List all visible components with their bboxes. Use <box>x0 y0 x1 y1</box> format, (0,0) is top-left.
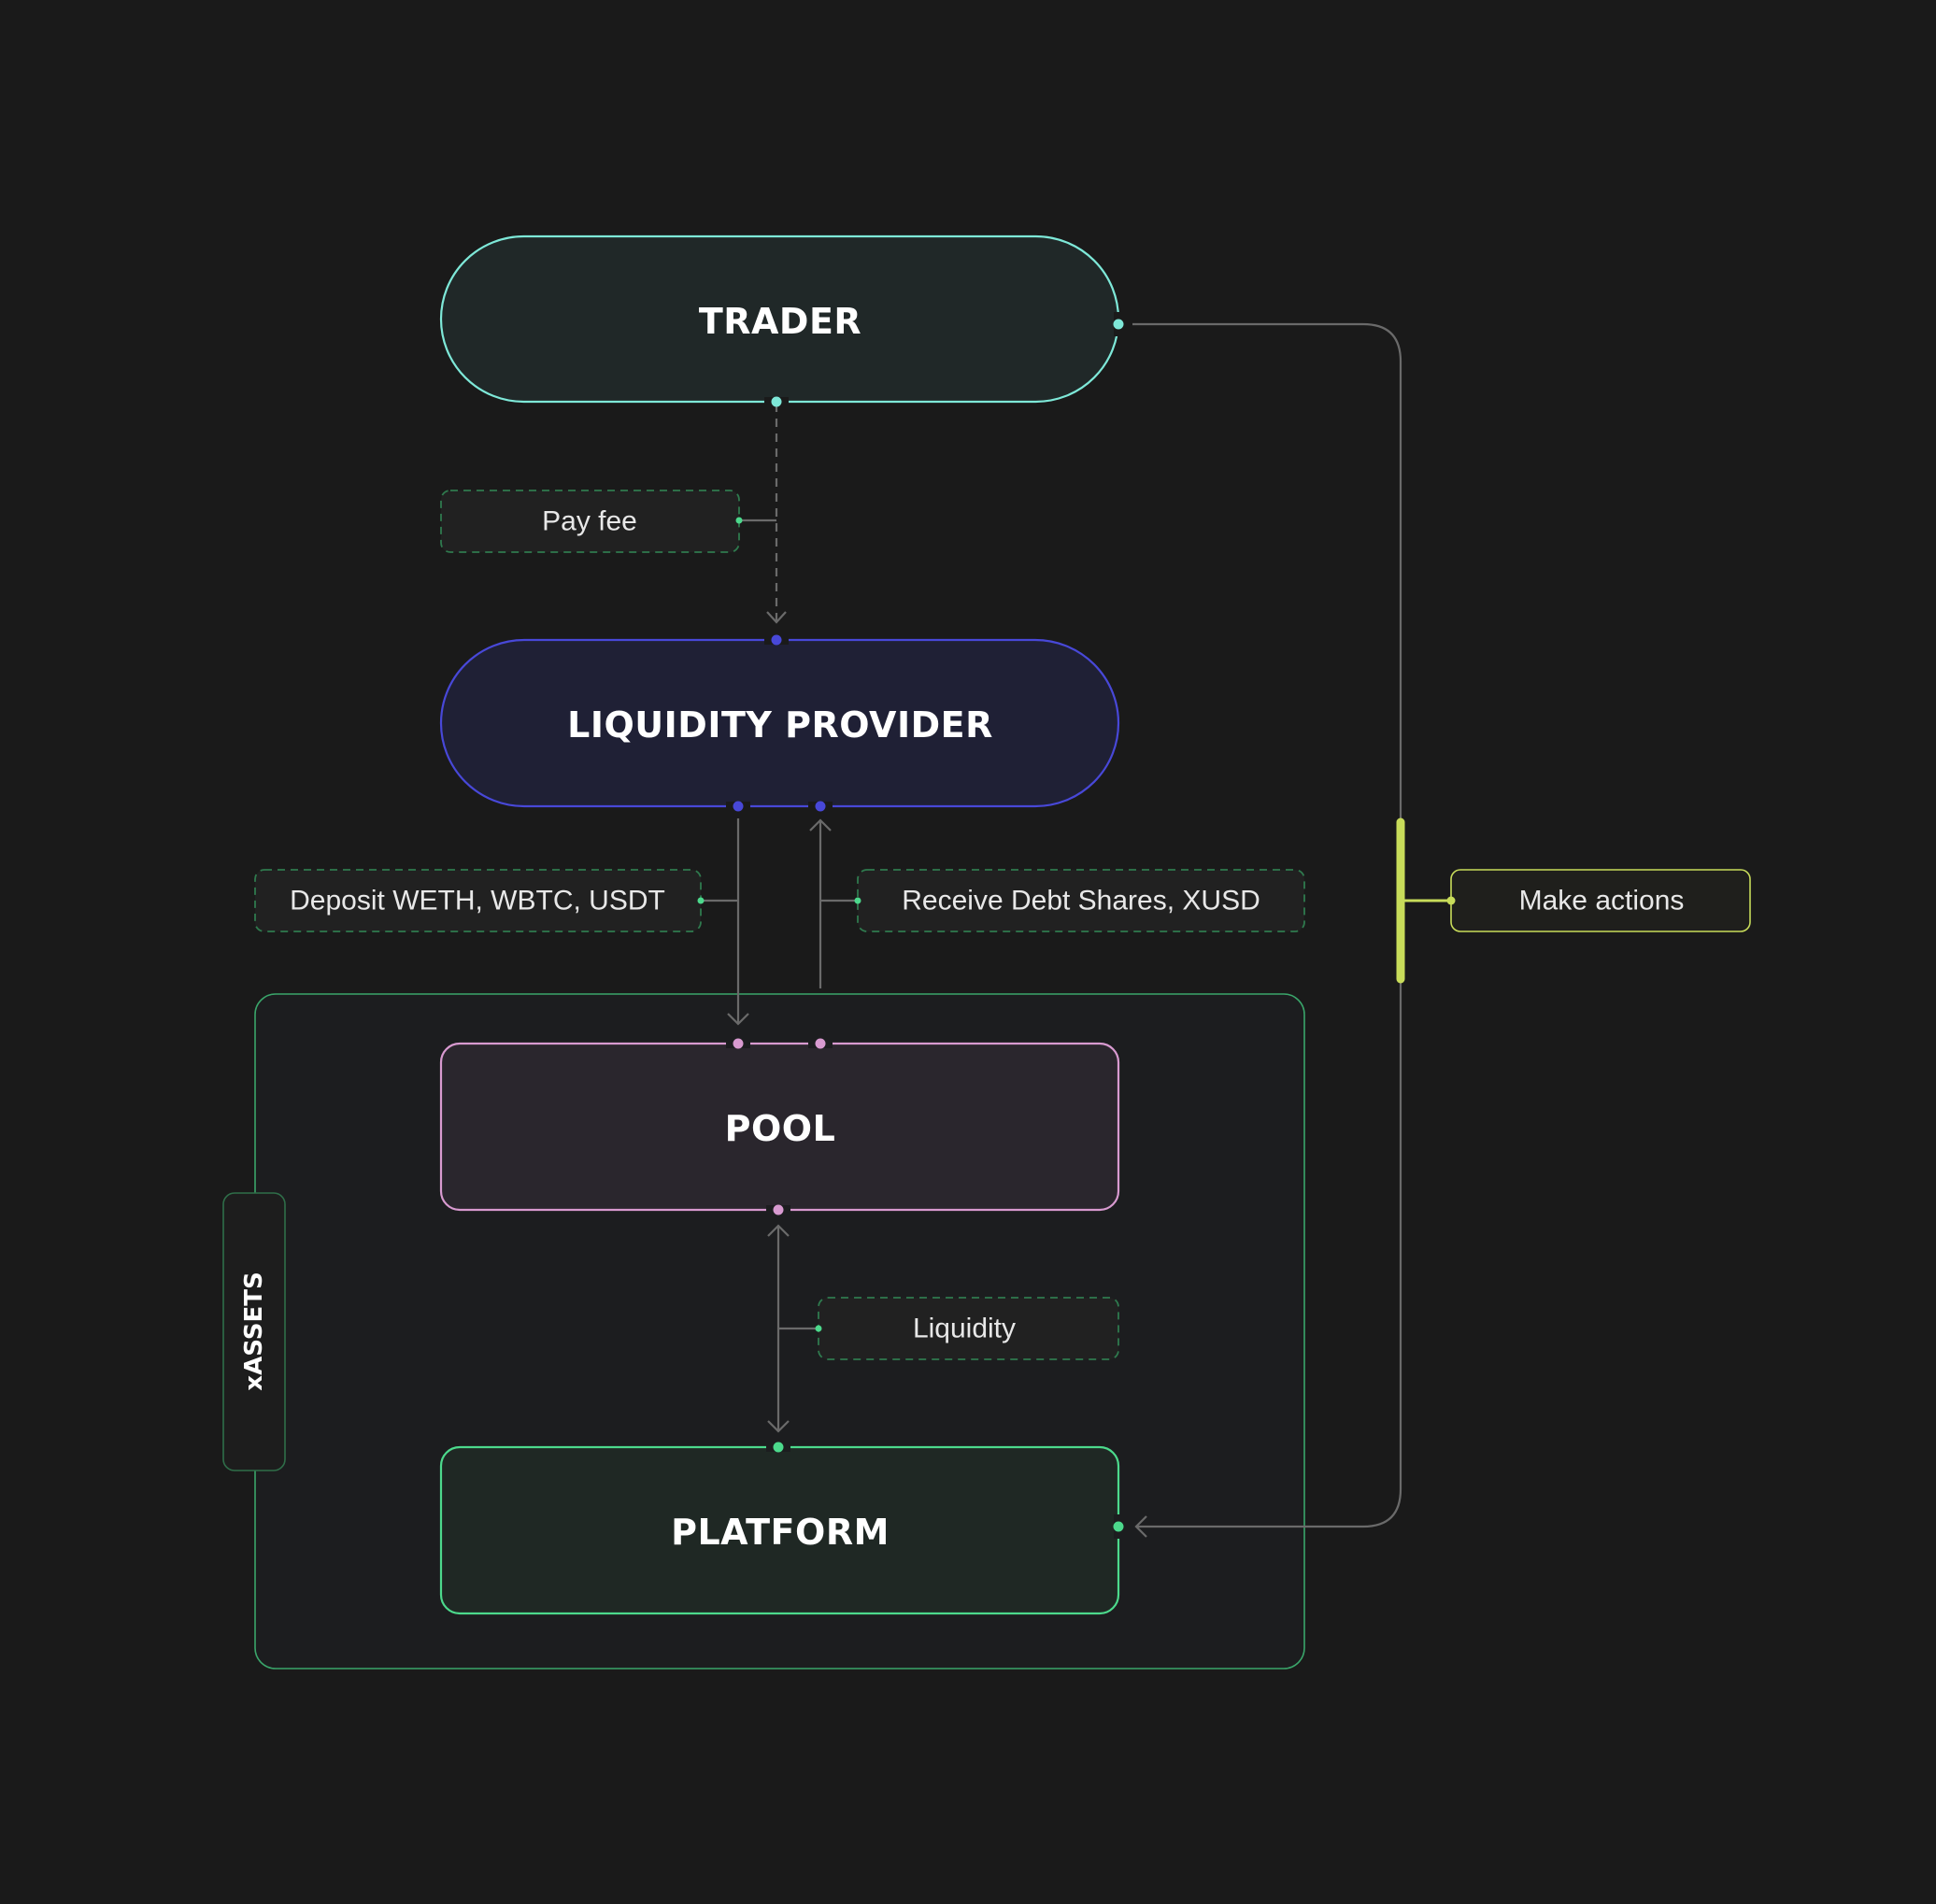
liquidity-label: Liquidity <box>913 1314 1016 1344</box>
liquidity-provider-title: LIQUIDITY PROVIDER <box>567 704 993 746</box>
pay-fee-label: Pay fee <box>542 506 637 537</box>
make-actions-dot <box>1446 896 1456 905</box>
make-actions-label: Make actions <box>1519 886 1685 916</box>
arrowhead-down-icon <box>766 611 787 624</box>
liquidity-dot <box>815 1325 822 1332</box>
arrowhead-up-icon <box>809 818 832 831</box>
receive-label-box <box>857 869 1305 932</box>
pool-port-top-right <box>815 1038 826 1049</box>
trader-title: TRADER <box>699 301 861 342</box>
arrowhead-down-icon <box>727 1013 749 1026</box>
trader-port-bottom <box>771 396 782 407</box>
receive-dot <box>854 897 861 904</box>
lp-port-bottom-left <box>733 801 744 812</box>
pool-title: POOL <box>725 1108 836 1149</box>
platform-port-right <box>1113 1521 1124 1532</box>
pay-fee-dot <box>735 517 743 524</box>
arrowhead-down-icon <box>767 1420 790 1433</box>
arrowhead-left-icon <box>1134 1515 1147 1538</box>
deposit-label: Deposit WETH, WBTC, USDT <box>290 886 665 916</box>
xassets-tab <box>222 1192 286 1471</box>
pool-port-top-left <box>733 1038 744 1049</box>
trader-port-right <box>1113 319 1124 330</box>
pool-port-bottom <box>773 1204 784 1215</box>
receive-label: Receive Debt Shares, XUSD <box>902 886 1260 916</box>
platform-title: PLATFORM <box>671 1512 890 1553</box>
lp-port-top <box>771 634 782 646</box>
xassets-label: xASSETS <box>240 1272 268 1390</box>
arrowhead-up-icon <box>767 1224 790 1237</box>
deposit-dot <box>697 897 705 904</box>
lp-port-bottom-right <box>815 801 826 812</box>
platform-port-top <box>773 1442 784 1453</box>
